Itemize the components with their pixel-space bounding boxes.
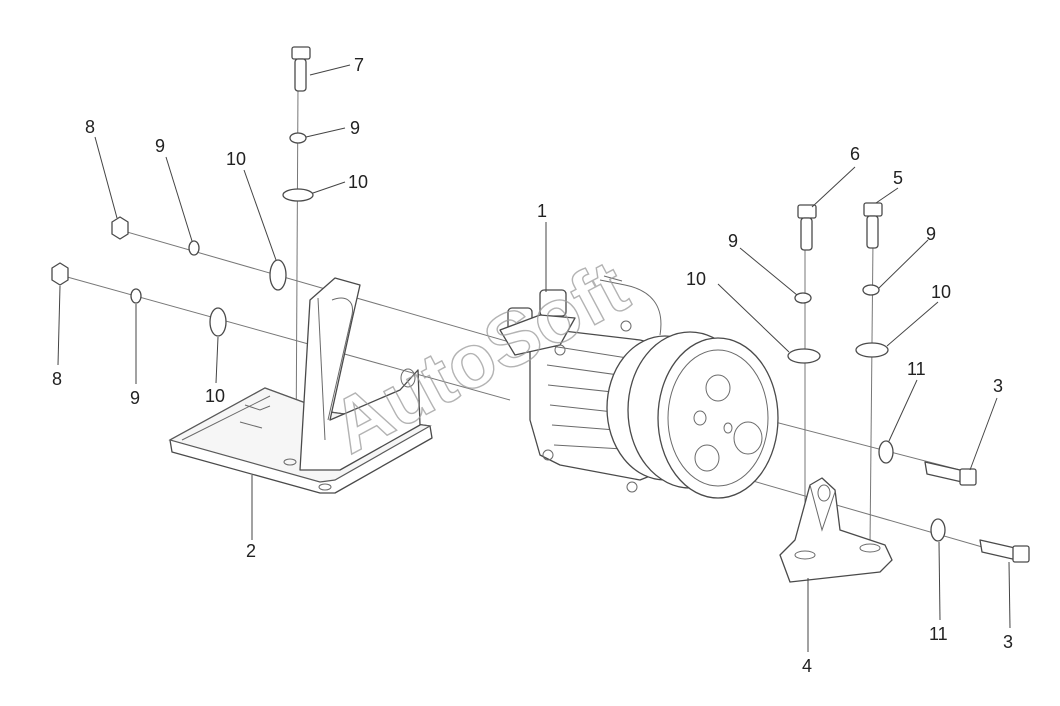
callout-10-top: 10 (348, 172, 368, 192)
callout-6: 6 (850, 144, 860, 164)
callout-9-right: 9 (926, 224, 936, 244)
bolt-part-7 (291, 46, 311, 92)
callouts: 7 9 10 8 9 10 8 9 10 1 2 6 5 9 9 10 10 1… (52, 55, 1013, 676)
nut-8b (51, 262, 69, 286)
callout-3-lower: 3 (1003, 632, 1013, 652)
callout-4: 4 (802, 656, 812, 676)
lock-washer-9c (130, 288, 142, 304)
flat-washer-10b (269, 259, 287, 291)
callout-10-lower: 10 (205, 386, 225, 406)
bracket-part-2 (168, 277, 433, 494)
callout-3-upper: 3 (993, 376, 1003, 396)
nut-8a (111, 216, 129, 240)
callout-10-upper: 10 (226, 149, 246, 169)
callout-10-left: 10 (686, 269, 706, 289)
callout-5: 5 (893, 168, 903, 188)
leader-lines (57, 64, 1011, 652)
lock-washer-9a (289, 132, 307, 144)
callout-11-lower: 11 (929, 624, 948, 644)
flat-washer-10e (855, 342, 889, 358)
callout-7: 7 (354, 55, 364, 75)
callout-10-right: 10 (931, 282, 951, 302)
flat-washer-10d (787, 348, 821, 364)
callout-9-upper: 9 (155, 136, 165, 156)
callout-8-upper: 8 (85, 117, 95, 137)
lock-washer-9e (862, 284, 880, 296)
fasteners (51, 46, 1030, 563)
bolt-part-6 (797, 204, 817, 251)
compressor-part-1 (499, 275, 779, 499)
flat-washer-10c (209, 307, 227, 337)
callout-9-top: 9 (350, 118, 360, 138)
callout-8-lower: 8 (52, 369, 62, 389)
washer-11a (878, 440, 894, 464)
lock-washer-9d (794, 292, 812, 304)
callout-11-upper: 11 (907, 359, 926, 379)
bolt-part-3-upper (924, 461, 977, 486)
support-part-4 (779, 477, 893, 583)
bolt-part-5 (863, 202, 883, 249)
callout-2: 2 (246, 541, 256, 561)
callout-9-lower: 9 (130, 388, 140, 408)
callout-9-left: 9 (728, 231, 738, 251)
washer-11b (930, 518, 946, 542)
bolt-part-3-lower (979, 539, 1030, 563)
flat-washer-10a (282, 188, 314, 202)
lock-washer-9b (188, 240, 200, 256)
callout-1: 1 (537, 201, 547, 221)
